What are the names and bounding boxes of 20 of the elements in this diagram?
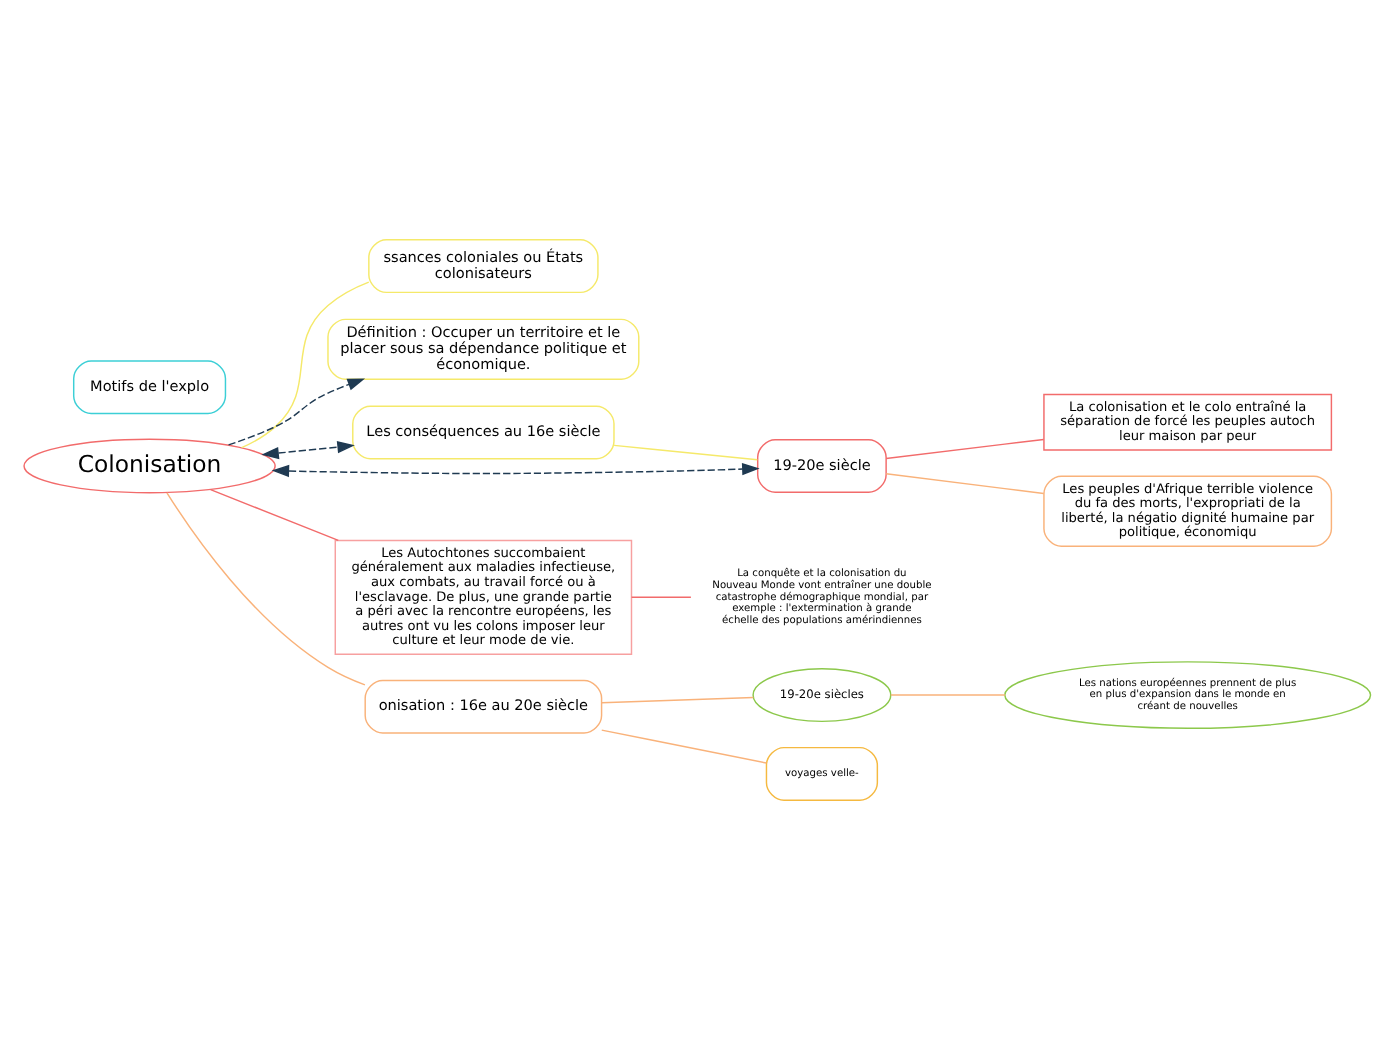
node-box: Les conséquences au 16e siècle <box>352 405 615 460</box>
arrow <box>227 378 366 446</box>
connector <box>630 596 692 599</box>
connector <box>166 492 366 686</box>
connector <box>209 488 340 542</box>
node-box: ssances coloniales ou États colonisateurs <box>368 239 599 294</box>
connector <box>601 696 755 704</box>
node-box: onisation : 16e au 20e siècle <box>364 679 603 734</box>
arrow <box>271 462 760 478</box>
node-ellipse: Colonisation <box>23 438 276 494</box>
connector <box>885 473 1045 495</box>
node-box: Définition : Occuper un territoire et le placer sous sa dépendance politique et économique. <box>327 318 640 380</box>
connector <box>885 438 1045 460</box>
node-box: 19-20e siècle <box>757 439 887 493</box>
connector <box>601 729 768 764</box>
node-box: Motifs de l'explo <box>72 360 227 415</box>
connector <box>240 281 370 449</box>
connector <box>890 694 1006 696</box>
arrow <box>261 441 355 460</box>
connector <box>613 444 759 461</box>
